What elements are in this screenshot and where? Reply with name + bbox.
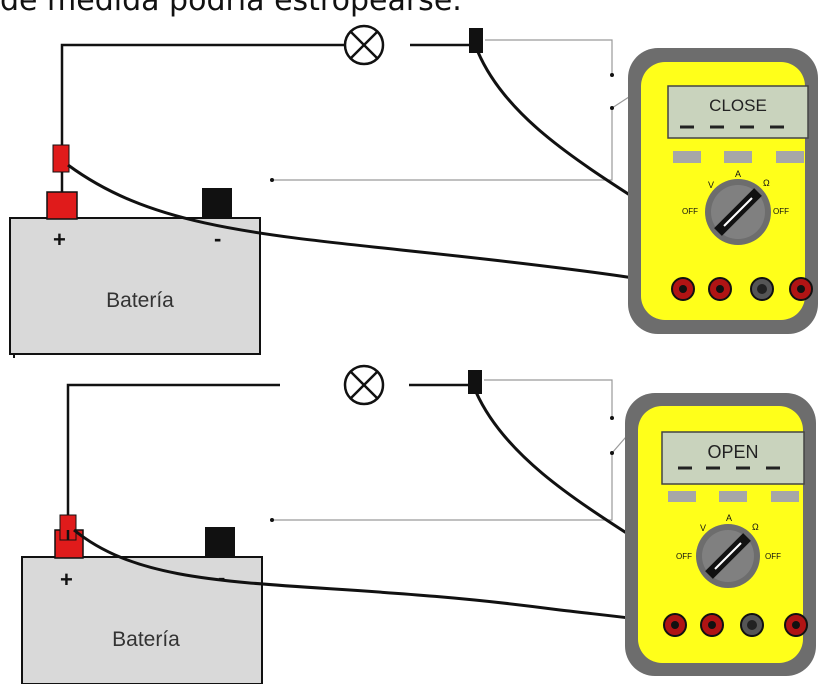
battery-label: Batería [106,289,174,312]
multimeter-top: CLOSE V A Ω OFF OFF [628,48,818,334]
dial-label-off-right: OFF [765,552,781,561]
battery-body [9,217,261,355]
meter-button-3 [771,491,799,502]
dial-label-v: V [700,523,706,533]
lamp-icon [343,24,385,66]
negative-sign: - [214,226,221,251]
circuit-top: + - Batería CLOSE [9,24,818,358]
meter-display [667,85,809,139]
switch-open [270,379,633,522]
meter-display-text: OPEN [707,442,758,462]
black-probe-plug [469,28,483,53]
battery-top: + - Batería [9,188,261,358]
red-probe-clip [52,144,70,173]
lamp-icon [343,364,385,406]
positive-terminal [46,191,78,220]
multimeter-bottom: OPEN V A Ω OFF OFF [625,393,816,676]
battery-label: Batería [112,628,180,651]
dial-label-off-left: OFF [676,552,692,561]
dial-label-off-left: OFF [682,207,698,216]
circuit-bottom: + - Batería OPEN [21,364,816,684]
dial-label-ohm: Ω [763,178,770,188]
dial-label-v: V [708,180,714,190]
black-probe-plug [468,370,482,394]
battery-bottom: + - Batería [21,527,263,684]
meter-button-1 [668,491,696,502]
meter-button-2 [719,491,747,502]
positive-sign: + [53,227,66,252]
bottom-circuit-wire [66,383,280,515]
page-heading: de medida podría estropearse. [0,0,462,18]
meter-display [661,431,805,485]
negative-terminal [202,188,232,219]
meter-display-text: CLOSE [709,96,767,115]
positive-sign: + [60,567,73,592]
meter-button-1 [673,151,701,163]
meter-button-2 [724,151,752,163]
dial-label-a: A [726,513,732,523]
selector-dial: V A Ω OFF OFF [682,169,789,245]
dial-label-a: A [735,169,741,179]
battery-body [21,556,263,684]
selector-dial: V A Ω OFF OFF [676,513,781,588]
negative-terminal [205,527,235,558]
input-jacks [671,277,813,301]
meter-button-3 [776,151,804,163]
dial-label-ohm: Ω [752,522,759,532]
negative-sign: - [218,565,225,590]
input-jacks [663,613,808,637]
dial-label-off-right: OFF [773,207,789,216]
top-circuit-wire [60,43,345,148]
switch-closed [270,39,633,182]
